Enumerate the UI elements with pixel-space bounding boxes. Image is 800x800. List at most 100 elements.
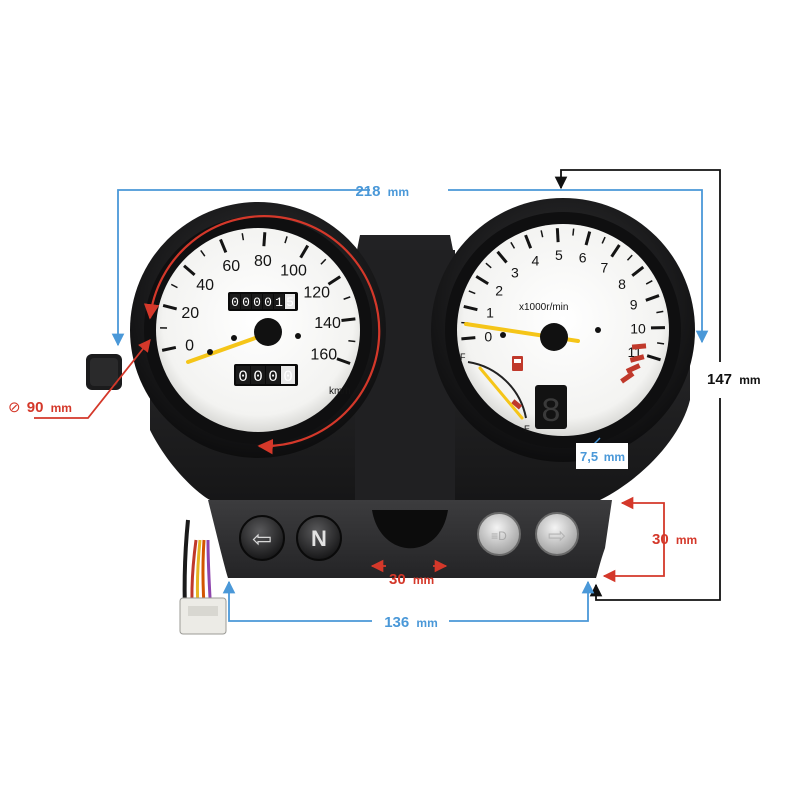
major-tick [631,265,645,277]
major-tick [645,294,660,302]
minor-tick [468,290,476,295]
minor-tick [241,233,245,241]
dimension-height: 147 mm [554,169,761,601]
counter-wheel [252,294,262,309]
fuel-empty-label: E [524,424,530,434]
dimension-panel-height: 30 mm [602,496,697,583]
scale-label: 120 [303,285,330,302]
tachometer-hub [540,323,568,351]
major-tick [524,234,533,249]
speedometer-hub [254,318,282,346]
dimension-panel-width: 136 mm [222,580,595,631]
indicator-light-turn-right: ⇨ [535,512,579,556]
major-tick [610,244,621,258]
scale-label: 6 [579,250,587,266]
width-unit: mm [388,185,409,199]
major-tick [262,232,267,247]
scale-label: 5 [555,247,563,263]
counter-wheel [241,294,251,309]
high-beam-icon: ≡D [491,529,507,543]
counter-digit: 0 [253,368,263,386]
bezel-unit: mm [604,450,625,464]
diameter-value: 90 [27,399,44,416]
speedometer-unit: km/h [329,386,351,397]
panel-gap-value: 30 [389,571,406,588]
wiring-harness [179,519,227,635]
panel-height-value: 30 [652,531,669,548]
minor-tick [601,236,606,244]
minor-tick [320,258,327,265]
diameter-symbol: ⊘ [8,399,21,416]
scale-label: 9 [630,297,638,313]
counter-wheel [274,294,284,309]
dimension-width: 218 mm [111,183,709,347]
tachometer-unit: x1000r/min [519,302,568,313]
minor-tick [343,296,351,300]
scale-label: 80 [254,253,272,270]
counter-digit: 1 [275,295,283,310]
minor-tick [657,342,665,345]
major-tick [475,275,489,285]
counter-wheel [230,294,240,309]
dimension-diameter: ⊘ 90 mm [8,215,381,455]
counter-digit: 5 [286,295,294,310]
counter-wheel [263,294,273,309]
turn-left-icon: ⇦ [252,526,272,553]
diameter-unit: mm [51,401,72,415]
height-value: 147 [707,371,732,388]
indicator-light-high-beam: ≡D [477,512,521,556]
panel-width-unit: mm [416,616,437,630]
scale-label: 40 [196,277,214,294]
svg-text:218 mm: 218 mm [355,183,409,200]
gear-digit: 8 [541,394,561,432]
counter-digit: 0 [253,295,261,310]
counter-wheel [285,294,295,309]
scale-label: 10 [630,320,646,336]
svg-text:30 mm: 30 mm [652,531,697,548]
major-tick [299,244,310,259]
gear-display: 8 [535,385,567,432]
minor-tick [284,236,288,244]
svg-text:136 mm: 136 mm [384,614,438,631]
minor-tick [510,241,516,249]
scale-label: 1 [486,305,494,321]
minor-tick [348,339,356,343]
minor-tick [540,230,544,238]
minor-tick [656,310,664,314]
width-value: 218 [355,183,380,200]
dimension-panel-gap: 30 mm [370,559,448,588]
scale-label: 2 [495,283,503,299]
counter-digit: 0 [268,368,278,386]
indicator-light-turn-left: ⇦ [239,515,285,561]
counter-digit: 0 [238,368,248,386]
indicator-light-neutral: N [296,515,342,561]
scale-label: 0 [484,329,492,345]
svg-text:7,5 mm: 7,5 mm [580,449,625,464]
scale-label: 3 [511,265,519,281]
counter-digit: 0 [242,295,250,310]
counter-digit: 0 [231,295,239,310]
scale-label: 140 [314,315,341,332]
major-tick [327,275,342,286]
minor-tick [626,254,633,261]
reset-knob[interactable] [86,354,122,390]
counter-wheel [281,366,295,384]
minor-tick [485,262,492,269]
minor-tick [170,283,178,289]
counter-digit: 0 [283,368,293,386]
major-tick [183,264,196,277]
fuel-full-label: F [460,352,466,362]
fuel-pump-icon [512,356,523,371]
minor-tick [200,250,206,257]
major-tick [219,238,228,253]
major-tick [646,354,661,362]
major-tick [336,357,351,365]
scale-label: 0 [185,337,194,354]
panel-height-unit: mm [676,533,697,547]
